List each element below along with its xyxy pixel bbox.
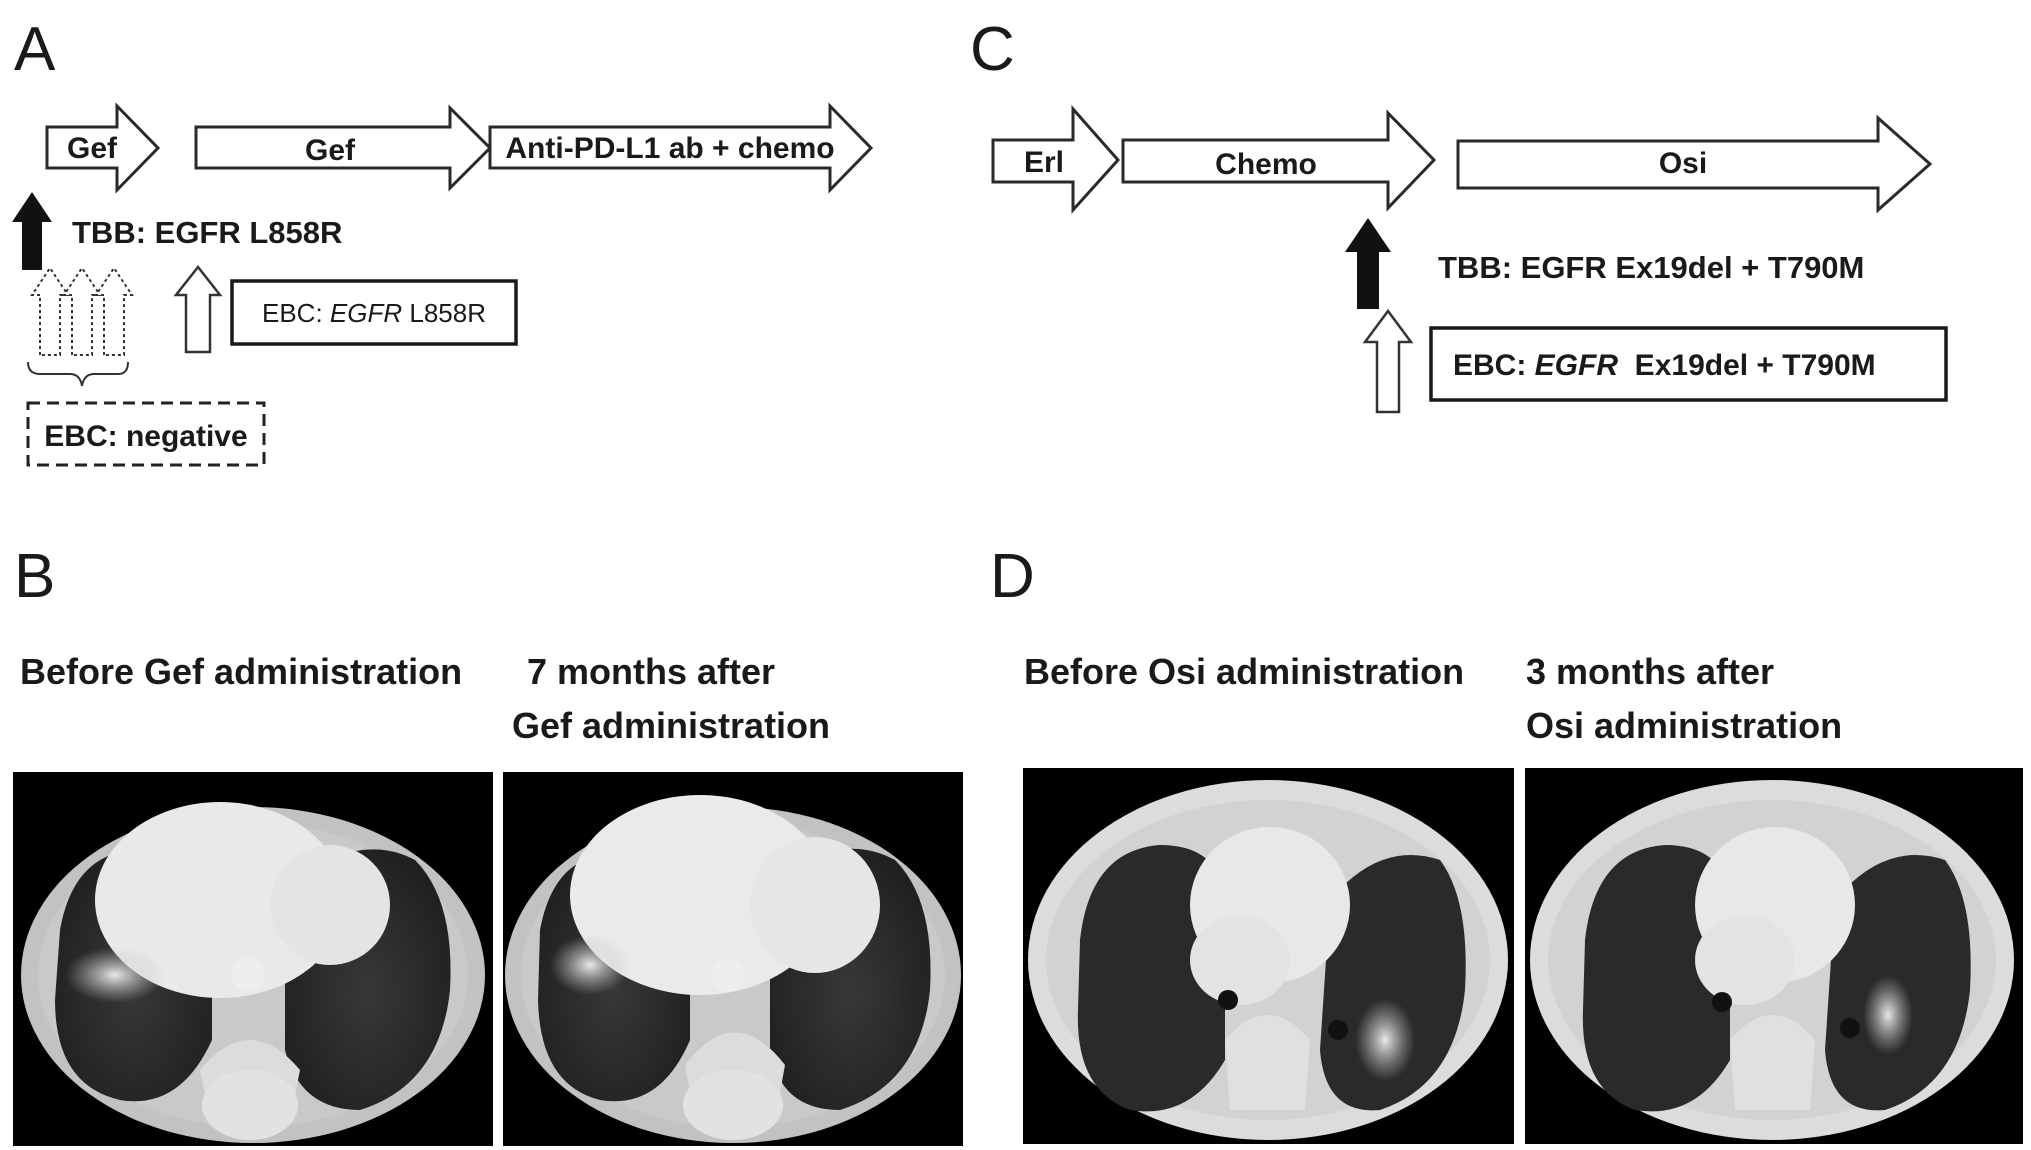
panel-a: A Gef Gef Anti-PD-L1 ab + chemo TBB: EGF… [12, 15, 874, 467]
panel-letter-c: C [970, 15, 1015, 84]
ebc-negative-label: EBC: negative [44, 420, 247, 453]
timeline-label: Gef [67, 132, 118, 165]
ebc-positive-label: EBC: EGFR Ex19del + T790M [1453, 349, 1876, 382]
panel-d: D Before Osi administration 3 months aft… [990, 542, 2023, 1144]
timeline-arrow-anti-pd-l1: Anti-PD-L1 ab + chemo [488, 102, 874, 194]
caption-after-line1: 7 months after [527, 651, 775, 692]
ebc-positive-box [1429, 326, 1948, 402]
timeline-arrow-erl: Erl [991, 105, 1121, 214]
timeline-label: Osi [1659, 147, 1707, 180]
ct-scan-after-osi [1525, 768, 2023, 1144]
timeline-label: Erl [1024, 146, 1064, 179]
caption-after-line2: Osi administration [1526, 705, 1842, 746]
caption-after-line1: 3 months after [1526, 651, 1774, 692]
timeline-label: Chemo [1215, 148, 1317, 181]
caption-after-line2: Gef administration [512, 705, 830, 746]
bracket-icon [27, 361, 129, 387]
ebc-negative-box [26, 401, 266, 467]
ebc-positive-box [230, 279, 518, 346]
ebc-arrow-icon [173, 264, 223, 354]
timeline-label: Gef [305, 134, 356, 167]
timeline-label: Anti-PD-L1 ab + chemo [505, 132, 834, 165]
panel-letter-b: B [14, 542, 55, 611]
ebc-positive-label: EBC: EGFR L858R [262, 298, 486, 328]
panel-b: B Before Gef administration 7 months aft… [13, 542, 963, 1146]
tbb-result-label: TBB: EGFR L858R [72, 215, 342, 250]
panel-letter-d: D [990, 542, 1035, 611]
ct-scan-after-gef [503, 772, 963, 1146]
caption-before: Before Osi administration [1024, 651, 1464, 692]
timeline-arrow-gef-1: Gef [45, 102, 161, 194]
panel-letter-a: A [14, 15, 56, 84]
tbb-arrow-icon [12, 192, 52, 270]
ct-scan-before-osi [1023, 768, 1514, 1144]
timeline-arrow-gef-2: Gef [194, 104, 493, 192]
timeline-arrow-chemo: Chemo [1121, 109, 1437, 212]
caption-before: Before Gef administration [20, 651, 462, 692]
tbb-arrow-icon [1345, 218, 1391, 309]
panel-c: C Erl Chemo Osi TBB: EGFR Ex19del + T790… [970, 15, 1948, 414]
tbb-result-label: TBB: EGFR Ex19del + T790M [1438, 250, 1864, 285]
dotted-arrow-icon-group [30, 266, 134, 356]
ebc-arrow-icon [1362, 308, 1414, 414]
ct-scan-before-gef [13, 772, 493, 1146]
timeline-arrow-osi: Osi [1456, 114, 1933, 214]
